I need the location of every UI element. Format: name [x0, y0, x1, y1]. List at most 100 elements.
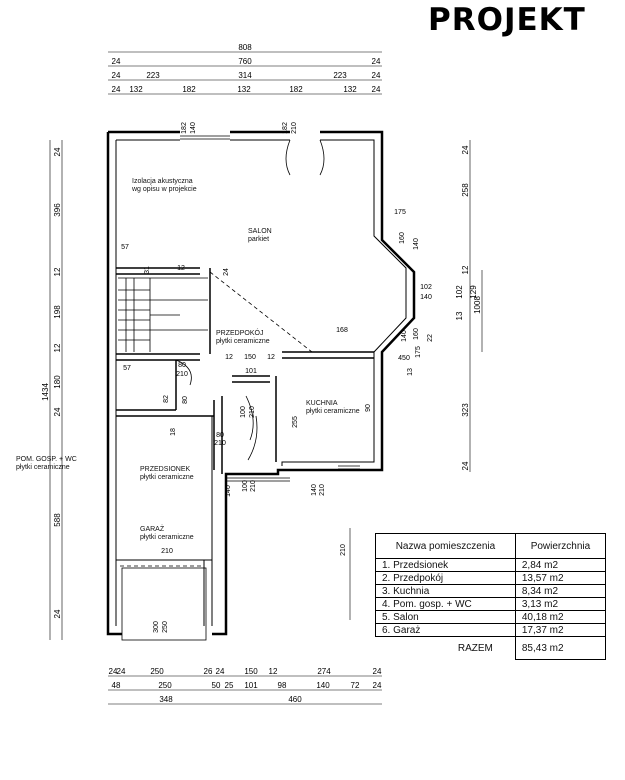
room-area-cell: 17,37 m2 [514, 623, 607, 637]
dimension-label-interior: 210 [176, 371, 188, 378]
room-area-cell: 8,34 m2 [514, 584, 607, 598]
dimension-label-top2: 760 [238, 57, 252, 66]
dimension-label-interior: 182 [282, 122, 289, 134]
dimension-label-right-inner: 24 [461, 145, 470, 154]
dimension-label-right-inner: 323 [461, 403, 470, 417]
dimension-label-top4: 132 [237, 85, 251, 94]
dimension-label-bottom1: 24 [216, 667, 225, 676]
windows [180, 135, 360, 482]
total-label: RAZEM [375, 636, 516, 660]
dimension-label-bottom2: 48 [112, 681, 121, 690]
pom-gosp-name: POM. GOSP. + WC [16, 456, 77, 463]
dimension-label-bottom1: 12 [269, 667, 278, 676]
garaz-floor: płytki ceramiczne [140, 534, 194, 541]
dimension-label-interior: 250 [162, 621, 169, 633]
dimension-label-top4: 24 [112, 85, 121, 94]
dimension-label-bottom1: 24 [373, 667, 382, 676]
izolacja-line1: Izolacja akustyczna [132, 178, 193, 185]
dimension-label-bottom2: 72 [351, 681, 360, 690]
dimension-label-right-inner: 102 [455, 285, 464, 299]
dimension-label-left-inner: 396 [53, 203, 62, 217]
dimension-label-interior: 57 [121, 244, 129, 251]
dimension-label-interior: 175 [394, 209, 406, 216]
dimension-label-bottom2: 101 [244, 681, 258, 690]
outer-wall [106, 130, 416, 636]
dimension-label-bottom1: 26 [204, 667, 213, 676]
dimension-label-bottom2: 140 [316, 681, 330, 690]
dimension-label-top4: 132 [343, 85, 357, 94]
dimension-label-top3: 314 [238, 71, 252, 80]
dimension-label-interior: 13 [407, 368, 414, 376]
garaz-name: GARAŻ [140, 526, 165, 533]
room-pom-gosp: POM. GOSP. + WC płytki ceramiczne [16, 456, 77, 472]
dimension-label-interior: 80 [182, 396, 189, 404]
przedpokoj-name: PRZEDPOKÓJ [216, 330, 264, 337]
kuchnia-name: KUCHNIA [306, 400, 338, 407]
dimension-label-right-inner: 129 [469, 285, 478, 299]
room-salon: SALON parkiet [248, 228, 272, 244]
dimension-label-right-inner: 24 [461, 461, 470, 470]
dimension-label-bottom2: 98 [278, 681, 287, 690]
dimension-label-interior: 140 [190, 122, 197, 134]
room-name-cell: 4. Pom. gosp. + WC [375, 597, 516, 611]
salon-name: SALON [248, 228, 272, 235]
dimension-label-interior: 22 [427, 334, 434, 342]
dimension-label-interior: 140 [401, 330, 408, 342]
room-name-cell: 1. Przedsionek [375, 558, 516, 572]
dimension-label-interior: 182 [181, 122, 188, 134]
room-przedsionek: PRZEDSIONEK płytki ceramiczne [140, 466, 194, 482]
room-garaz: GARAŻ płytki ceramiczne [140, 526, 194, 542]
interior-walls [116, 267, 374, 474]
dimension-label-interior: 160 [413, 328, 420, 340]
dimension-label-interior: 150 [244, 354, 256, 361]
dimension-label-interior: 82 [163, 395, 170, 403]
dimension-label-interior: 168 [336, 327, 348, 334]
inner-wall-line [115, 139, 407, 626]
dimension-label-top4: 182 [182, 85, 196, 94]
dimension-label-top3: 24 [372, 71, 381, 80]
dimension-label-interior: 450 [398, 355, 410, 362]
dimension-label-right-inner: 12 [461, 265, 470, 274]
dimension-label-left-inner: 588 [53, 513, 62, 527]
room-area-cell: 2,84 m2 [514, 558, 607, 572]
dimension-label-top4: 182 [289, 85, 303, 94]
garage-walls [116, 416, 213, 626]
dimension-label-interior: 210 [161, 548, 173, 555]
dimension-label-top3: 223 [146, 71, 160, 80]
dimension-label-top3: 223 [333, 71, 347, 80]
dimension-label-left-inner: 24 [53, 407, 62, 416]
dimension-label-bottom2: 250 [158, 681, 172, 690]
dimension-label-bottom3: 348 [159, 695, 173, 704]
dimension-label-interior: 210 [249, 406, 256, 418]
pom-gosp-floor: płytki ceramiczne [16, 464, 70, 471]
total-row: RAZEM 85,43 m2 [375, 636, 607, 660]
dimension-label-top2: 24 [112, 57, 121, 66]
col-name-header: Nazwa pomieszczenia [375, 533, 516, 559]
area-table-header: Nazwa pomieszczenia Powierzchnia [375, 533, 607, 559]
dimension-label-interior: 100 [240, 406, 247, 418]
dashed-lines [120, 271, 313, 567]
dimension-label-interior: 24 [223, 268, 230, 276]
dimension-label-bottom2: 24 [373, 681, 382, 690]
garage-door [121, 567, 207, 641]
dimension-label-bottom2: 50 [212, 681, 221, 690]
dimension-label-bottom2: 25 [225, 681, 234, 690]
dimension-label-top4: 132 [129, 85, 143, 94]
dimension-label-left-inner: 12 [53, 267, 62, 276]
room-area-cell: 40,18 m2 [514, 610, 607, 624]
dimension-label-interior: 175 [415, 346, 422, 358]
label-izolacja: Izolacja akustyczna wg opisu w projekcie [132, 178, 197, 194]
dimension-label-bottom1: 24 [117, 667, 126, 676]
dimension-label-left-inner: 180 [53, 375, 62, 389]
dimension-label-left-outer: 1434 [41, 383, 50, 401]
dimension-label-left-inner: 24 [53, 609, 62, 618]
dimension-label-interior: 140 [413, 238, 420, 250]
dimension-label-interior: 12 [267, 354, 275, 361]
room-kuchnia: KUCHNIA płytki ceramiczne [306, 400, 360, 416]
dimension-label-bottom1: 24 [109, 667, 118, 676]
dimension-label-right-outer: 1008 [473, 296, 482, 314]
